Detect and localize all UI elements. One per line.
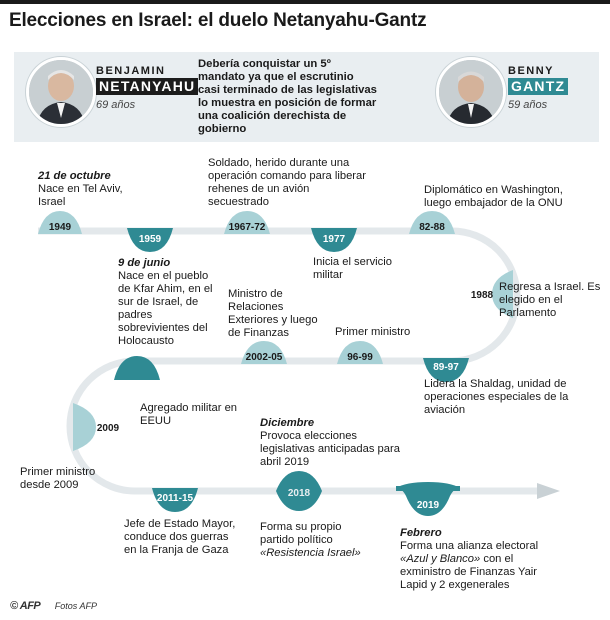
marker-1996: [337, 341, 383, 364]
marker-2019: [396, 486, 460, 516]
marker-1949-label: 1949: [49, 222, 72, 233]
event-1977-text: Inicia el servicio militar: [313, 256, 392, 281]
netanyahu-last-name: Netanyahu: [96, 78, 199, 95]
netanyahu-summary: Debería conquistar un 5º mandato ya que …: [198, 58, 377, 135]
photo-credit: Fotos AFP: [54, 601, 97, 611]
marker-1989-label: 89-97: [433, 362, 459, 373]
event-1977: Inicia el servicio militar: [313, 256, 423, 282]
marker-2018-label: 2018: [288, 488, 311, 499]
marker-2002: [241, 341, 287, 364]
event-2019-date: Febrero: [400, 527, 442, 539]
event-2005-text: Agregado militar en EEUU: [140, 402, 238, 427]
marker-1977-label: 1977: [323, 234, 346, 245]
event-2019: Febrero Forma una alianza electoral «Azu…: [400, 527, 560, 592]
event-1967: Soldado, herido durante una operación co…: [208, 157, 368, 209]
event-2009-text: Primer ministro desde 2009: [20, 466, 96, 491]
event-2011-text: Jefe de Estado Mayor, conduce dos guerra…: [124, 518, 236, 556]
event-1949: 21 de octubre Nace en Tel Aviv, Israel: [38, 170, 148, 209]
event-1989-text: Lidera la Shaldag, unidad de operaciones…: [424, 378, 569, 416]
marker-2009-label: 2009: [97, 423, 120, 434]
event-1959-text: Nace en el pueblo de Kfar Ahim, en el su…: [118, 270, 213, 347]
event-1959-date: 9 de junio: [118, 257, 171, 269]
event-1959: 9 de junio Nace en el pueblo de Kfar Ahi…: [118, 257, 218, 348]
marker-1967-label: 1967-72: [229, 222, 266, 233]
afp-logo: © AFP: [10, 600, 41, 612]
timeline-arrow-head: [537, 483, 560, 499]
event-1988-text: Regresa a Israel. Es elegido en el Parla…: [499, 281, 601, 319]
gantz-age: 59 años: [508, 99, 548, 111]
marker-2019-label: 2019: [417, 500, 440, 511]
marker-1977: [311, 228, 357, 252]
marker-2011: [152, 488, 198, 512]
event-1982: Diplomático en Washington, luego embajad…: [424, 184, 584, 210]
event-1988: Regresa a Israel. Es elegido en el Parla…: [499, 281, 604, 320]
page-title: Elecciones en Israel: el duelo Netanyahu…: [9, 10, 427, 31]
netanyahu-photo: [26, 57, 96, 127]
netanyahu-first-name: Benjamin: [96, 65, 166, 77]
event-2002-text: Ministro de Relaciones Exteriores y lueg…: [228, 288, 318, 339]
marker-1959-label: 1959: [139, 234, 162, 245]
event-1949-date: 21 de octubre: [38, 170, 111, 182]
event-2018-date: Diciembre: [260, 417, 315, 429]
marker-1996-label: 96-99: [347, 352, 373, 363]
event-2002: Ministro de Relaciones Exteriores y lueg…: [228, 288, 328, 340]
marker-1989: [423, 358, 469, 382]
marker-1982-label: 82-88: [419, 222, 445, 233]
event-1967-text: Soldado, herido durante una operación co…: [208, 157, 366, 208]
netanyahu-name-block: Benjamin Netanyahu 69 años: [96, 65, 199, 111]
marker-2011-label: 2011-15: [157, 493, 194, 504]
gantz-first-name: Benny: [508, 65, 555, 77]
top-rule: [0, 0, 610, 4]
event-1996-text: Primer ministro: [335, 326, 411, 338]
event-2018: Diciembre Provoca elecciones legislativa…: [260, 417, 400, 469]
gantz-photo: [436, 57, 506, 127]
event-1982-text: Diplomático en Washington, luego embajad…: [424, 184, 563, 209]
marker-1967: [224, 211, 270, 234]
event-2018-text: Provoca elecciones legislativas anticipa…: [260, 430, 400, 468]
marker-1988: [492, 270, 513, 318]
timeline-track: [38, 227, 540, 495]
event-2019-text-b: con el exministro de Finanzas Yair Lapid…: [400, 553, 538, 591]
marker-1982: [409, 211, 455, 234]
event-2019-text-a: Forma una alianza electoral: [400, 540, 539, 552]
marker-1988-label: 1988: [471, 290, 494, 301]
gantz-last-name: Gantz: [508, 78, 569, 95]
marker-2005: [114, 356, 160, 380]
event-1996: Primer ministro: [335, 326, 435, 339]
marker-1959: [127, 228, 173, 252]
event-2018b: Forma su propio partido político «Resist…: [260, 521, 370, 560]
event-2005: Agregado militar en EEUU: [140, 402, 240, 428]
netanyahu-age: 69 años: [96, 99, 136, 111]
gantz-name-block: Benny Gantz 59 años: [508, 65, 569, 111]
event-1989: Lidera la Shaldag, unidad de operaciones…: [424, 378, 584, 417]
marker-1949: [38, 211, 82, 234]
event-1949-text: Nace en Tel Aviv, Israel: [38, 183, 123, 208]
marker-2009: [73, 403, 96, 451]
marker-2005-label: 05-09: [124, 387, 150, 398]
event-2018b-party: «Resistencia Israel»: [260, 547, 361, 559]
event-2009: Primer ministro desde 2009: [20, 466, 115, 492]
event-2011: Jefe de Estado Mayor, conduce dos guerra…: [124, 518, 244, 557]
event-2019-alliance: «Azul y Blanco»: [400, 553, 481, 565]
event-2018b-text: Forma su propio partido político: [260, 521, 342, 546]
marker-2002-label: 2002-05: [246, 352, 283, 363]
footer: © AFP Fotos AFP: [10, 600, 97, 612]
marker-2018: [276, 471, 322, 511]
marker-2019-top: [396, 482, 460, 491]
